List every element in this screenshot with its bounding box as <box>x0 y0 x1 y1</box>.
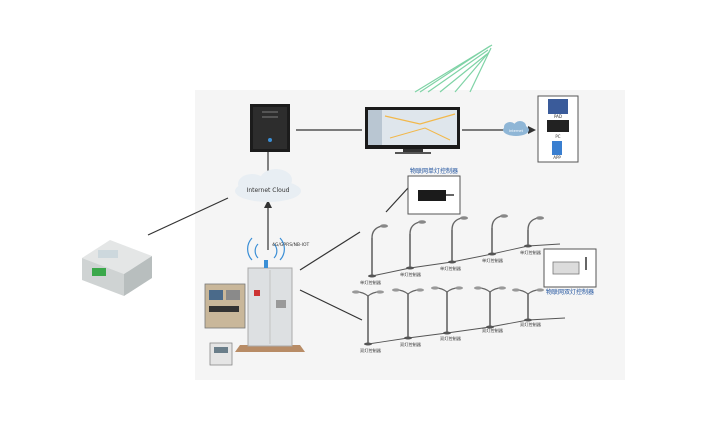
double-lamp-label: 双灯控制器 <box>360 347 382 354</box>
single-lamp-row <box>368 214 544 278</box>
pc-icon <box>547 120 569 132</box>
double-controller-box <box>543 248 597 288</box>
device-link-arrow <box>528 126 536 134</box>
server-tower <box>250 104 290 152</box>
single-lamp <box>448 216 468 264</box>
double-lamp <box>431 286 463 335</box>
uplink-arrow <box>264 200 272 208</box>
small-cloud-label: Internet <box>509 129 524 133</box>
lamp-wiring <box>367 243 566 345</box>
single-lamp <box>406 220 426 270</box>
double-lamp-row <box>352 286 544 346</box>
wireless-beams <box>414 44 493 93</box>
cabinet-interior <box>204 283 246 329</box>
pc-label: PC <box>555 134 560 139</box>
double-lamp <box>392 288 424 340</box>
double-controller-title: 物联网双灯控制器 <box>546 288 594 296</box>
internet-cloud <box>235 169 301 202</box>
app-label: APP <box>553 155 561 160</box>
app-icon <box>552 141 562 155</box>
single-controller-box <box>407 175 461 215</box>
monitor-map <box>365 107 460 154</box>
double-lamp-label: 双灯控制器 <box>440 335 462 342</box>
pad-label: PAD <box>554 114 562 119</box>
double-lamp-label: 双灯控制器 <box>400 341 422 348</box>
double-lamp <box>512 288 544 322</box>
single-lamp-label: 单灯控制器 <box>520 249 542 256</box>
double-lamp-label: 双灯控制器 <box>520 321 542 328</box>
devices-box <box>537 95 579 163</box>
internet-cloud-label: Internet Cloud <box>247 187 290 194</box>
single-controller-title: 物联网单灯控制器 <box>410 167 458 175</box>
gateway-device <box>82 240 152 296</box>
single-lamp-label: 单灯控制器 <box>482 257 504 264</box>
link-protocol-label: 4G/GPRS/NB-IOT <box>272 242 310 248</box>
single-lamp <box>488 214 508 256</box>
double-lamp-label: 双灯控制器 <box>482 327 504 334</box>
single-lamp-label: 单灯控制器 <box>440 265 462 272</box>
single-lamp <box>368 224 388 278</box>
single-lamp-label: 单灯控制器 <box>360 279 382 286</box>
electric-meter <box>209 342 233 366</box>
pad-icon <box>548 99 568 114</box>
double-lamp <box>474 286 506 329</box>
connection-lines <box>147 129 409 321</box>
small-cloud <box>503 121 529 136</box>
double-lamp <box>352 290 384 346</box>
control-cabinet <box>235 237 305 352</box>
single-lamp <box>524 216 544 248</box>
single-lamp-label: 单灯控制器 <box>400 271 422 278</box>
